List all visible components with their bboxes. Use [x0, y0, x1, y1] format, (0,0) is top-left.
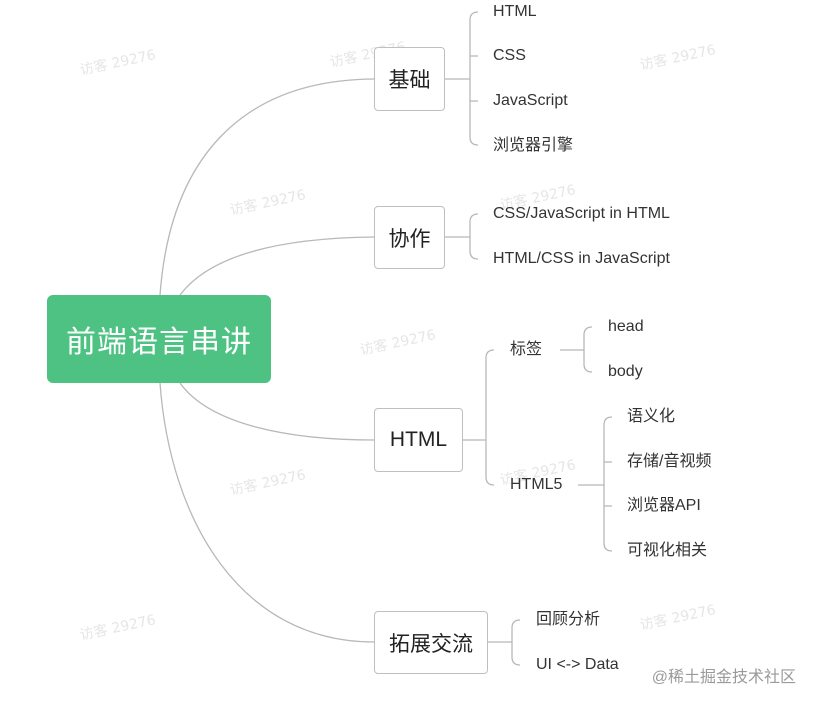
leaf-ui-data: UI <-> Data — [536, 656, 619, 673]
connector-root-basics — [159, 78, 375, 296]
branch-label: HTML — [389, 428, 448, 451]
connector-basics-bracket — [469, 11, 479, 146]
subgroup-tags: 标签 — [510, 341, 543, 358]
root-label: 前端语言串讲 — [66, 326, 252, 359]
connector-collab-bracket — [469, 213, 479, 260]
connector-tags-bracket — [583, 326, 593, 373]
connector-root-html — [179, 382, 375, 441]
source-credit: @稀土掘金技术社区 — [651, 669, 796, 686]
leaf-review: 回顾分析 — [536, 611, 601, 628]
connector-root-collab — [179, 236, 375, 296]
connector-html-bracket — [485, 349, 495, 486]
leaf-browser-api: 浏览器API — [627, 497, 701, 514]
branch-extend: 拓展交流 — [374, 611, 488, 674]
leaf-css-js-in-html: CSS/JavaScript in HTML — [493, 205, 670, 222]
leaf-body: body — [608, 363, 643, 380]
root-node: 前端语言串讲 — [47, 295, 271, 383]
connector-html5-bracket — [603, 416, 613, 552]
leaf-html: HTML — [493, 3, 537, 20]
leaf-semantics: 语义化 — [627, 408, 676, 425]
leaf-storage-media: 存储/音视频 — [627, 453, 712, 470]
connector-root-extend — [159, 382, 375, 643]
leaf-html-css-in-js: HTML/CSS in JavaScript — [493, 250, 670, 267]
leaf-css: CSS — [493, 47, 526, 64]
subgroup-html5: HTML5 — [510, 476, 563, 493]
branch-label: 拓展交流 — [389, 632, 473, 656]
branch-basics: 基础 — [374, 47, 445, 111]
branch-label: 基础 — [388, 69, 431, 92]
leaf-javascript: JavaScript — [493, 92, 568, 109]
leaf-visualization: 可视化相关 — [627, 542, 708, 559]
branch-html: HTML — [374, 408, 463, 472]
leaf-head: head — [608, 318, 644, 335]
connector-extend-bracket — [511, 619, 521, 666]
branch-collab: 协作 — [374, 206, 445, 269]
branch-label: 协作 — [388, 227, 431, 251]
leaf-browser-engine: 浏览器引擎 — [493, 137, 574, 154]
